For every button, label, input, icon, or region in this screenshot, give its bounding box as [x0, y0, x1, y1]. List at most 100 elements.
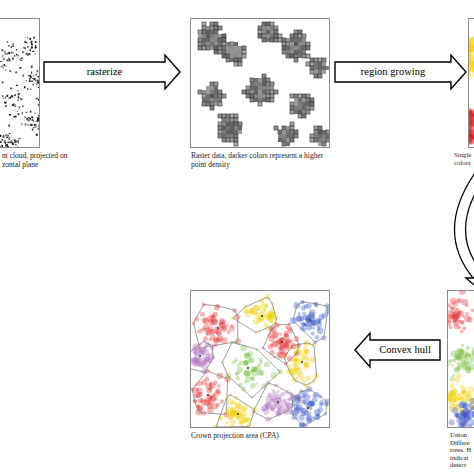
crown-point [233, 412, 238, 417]
cloud-point [6, 137, 8, 139]
crown-point [264, 362, 270, 368]
crown-point [449, 383, 454, 388]
crown-point [253, 318, 260, 325]
raster-cell [242, 54, 246, 58]
cloud-point [24, 37, 26, 39]
cloud-point [23, 75, 24, 77]
arrow-outline [460, 175, 474, 278]
raster-cell [298, 106, 302, 110]
raster-cell [226, 42, 230, 46]
raster-cell [218, 102, 222, 106]
crown-point [215, 389, 220, 394]
union-image [447, 290, 474, 428]
raster-cell [214, 38, 218, 42]
cloud-point [16, 54, 17, 56]
cloud-point [14, 95, 15, 96]
crown-point [455, 318, 459, 322]
raster-cell [294, 98, 298, 102]
raster-cell [218, 90, 222, 94]
raster-cell [202, 22, 206, 26]
crown-point [454, 324, 460, 330]
crown-point [240, 417, 247, 424]
crown-point [237, 366, 243, 372]
raster-cell [218, 26, 222, 30]
cloud-point [11, 46, 12, 48]
crown-point [285, 339, 290, 344]
cloud-point [16, 49, 17, 51]
raster-cell [294, 46, 298, 50]
cloud-point [12, 53, 14, 54]
crown-point [277, 390, 280, 393]
raster-cell [322, 62, 326, 66]
cloud-point [11, 96, 13, 98]
raster-cell [306, 110, 310, 114]
tree-top [237, 413, 239, 415]
cloud-point [15, 141, 17, 143]
raster-cell [266, 38, 270, 42]
crown-point [472, 411, 474, 416]
cloud-point [12, 104, 14, 106]
raster-cell [246, 94, 250, 98]
raster-cell [290, 130, 294, 134]
raster-cell [210, 26, 214, 30]
cloud-point [15, 106, 17, 107]
convex-hull [263, 324, 299, 364]
cloud-point [2, 145, 4, 147]
crown-point [250, 377, 254, 381]
cloud-point [2, 139, 4, 140]
raster-cell [290, 134, 294, 138]
raster-cell [290, 138, 294, 142]
raster-cell [250, 90, 254, 94]
crown-point [304, 323, 308, 327]
crown-point [243, 360, 249, 366]
crown-point [246, 366, 249, 369]
crown-point [279, 332, 282, 335]
cloud-point [9, 45, 10, 47]
crown-point [296, 368, 300, 372]
raster-cell [266, 78, 270, 82]
cloud-point [35, 45, 36, 47]
crown-point [275, 397, 282, 404]
raster-cell [230, 126, 234, 130]
raster-cell [294, 34, 298, 38]
crown-point [319, 402, 324, 407]
raster-cell [306, 98, 310, 102]
crown-point [300, 316, 305, 321]
cloud-point [2, 54, 3, 56]
point-cloud [0, 37, 40, 148]
crown-point [278, 346, 283, 351]
cloud-point [27, 53, 28, 55]
raster-cell [242, 50, 246, 54]
raster-cell [254, 86, 258, 90]
crown-point [238, 383, 243, 388]
raster-cell [306, 94, 310, 98]
raster-cell [282, 38, 286, 42]
crown-point [232, 360, 236, 364]
raster-cell [278, 38, 282, 42]
raster-cell [218, 134, 222, 138]
raster-cell [314, 138, 318, 142]
cloud-point [31, 41, 33, 42]
raster-cell [198, 34, 202, 38]
raster-cell [262, 26, 266, 30]
raster-cell [290, 126, 294, 130]
crown-point [462, 326, 466, 330]
crown-point [451, 364, 454, 367]
cloud-point [0, 135, 1, 137]
raster-cell [298, 50, 302, 54]
cloud-point [17, 140, 19, 141]
crown-point [269, 350, 274, 355]
raster-cell [310, 98, 314, 102]
raster-cell [282, 130, 286, 134]
cloud-point [17, 111, 18, 113]
raster-cell [198, 46, 202, 50]
raster-cell [226, 138, 230, 142]
raster-cell [218, 122, 222, 126]
raster-cell [290, 102, 294, 106]
crown-point [451, 307, 454, 310]
raster-cell [230, 114, 234, 118]
crown-point [467, 317, 472, 322]
crown-point [250, 376, 254, 380]
crown-point [198, 399, 203, 404]
raster-cell [218, 126, 222, 130]
